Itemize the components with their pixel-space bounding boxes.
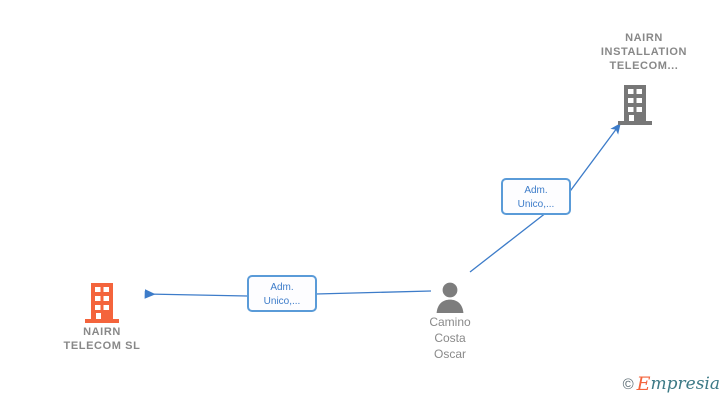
watermark-brand-initial: E [636,373,651,395]
company-top-right-node[interactable] [617,85,653,127]
person-label: Camino Costa Oscar [429,315,471,361]
empresia-watermark: © E mpresia [623,375,720,394]
company-left-node[interactable] [84,283,120,325]
building-icon [618,85,652,125]
edge-label-person-to-company-left[interactable]: Adm. Unico,... [247,275,317,312]
watermark-brand-rest: mpresia [650,374,721,394]
building-icon [85,283,119,323]
company-left-label: NAIRN TELECOM SL [63,326,141,352]
person-icon [436,282,464,313]
edge-label-person-to-company-top-right[interactable]: Adm. Unico,... [501,178,571,215]
company-top-right-label: NAIRN INSTALLATION TELECOM... [600,32,688,72]
person-node[interactable] [434,281,466,313]
copyright-icon: © [622,376,634,393]
